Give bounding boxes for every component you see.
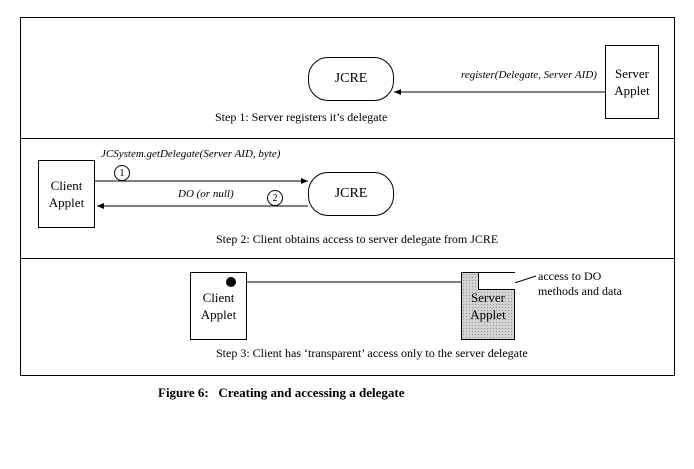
step1-caption: Step 1: Server registers it’s delegate	[215, 110, 388, 124]
client-applet-step3: Client Applet	[190, 272, 247, 340]
diagram-frame	[20, 17, 675, 376]
server-applet-label-step3: Server Applet	[470, 290, 506, 322]
access-do-label: access to DO methods and data	[538, 269, 622, 298]
client-applet-label-step2: Client Applet	[48, 178, 85, 210]
server-applet-label-step1: Server Applet	[614, 66, 650, 98]
step-number-1: 1	[114, 165, 130, 181]
server-applet-step1: Server Applet	[605, 45, 659, 119]
jcre-node-step2: JCRE	[308, 172, 394, 216]
step2-caption: Step 2: Client obtains access to server …	[216, 232, 499, 246]
delegate-object-region	[478, 273, 515, 290]
step3-caption: Step 3: Client has ‘transparent’ access …	[216, 346, 528, 360]
client-access-dot	[226, 277, 236, 287]
step-number-2: 2	[267, 190, 283, 206]
client-applet-label-step3: Client Applet	[200, 290, 237, 322]
get-delegate-call-label: JCSystem.getDelegate(Server AID, byte)	[101, 148, 281, 160]
client-applet-step2: Client Applet	[38, 160, 95, 228]
figure-caption: Figure 6: Creating and accessing a deleg…	[158, 385, 405, 400]
jcre-label-step1: JCRE	[334, 71, 368, 86]
jcre-label-step2: JCRE	[334, 186, 368, 201]
register-call-label: register(Delegate, Server AID)	[461, 69, 597, 81]
return-do-label: DO (or null)	[178, 188, 234, 200]
jcre-node-step1: JCRE	[308, 57, 394, 101]
